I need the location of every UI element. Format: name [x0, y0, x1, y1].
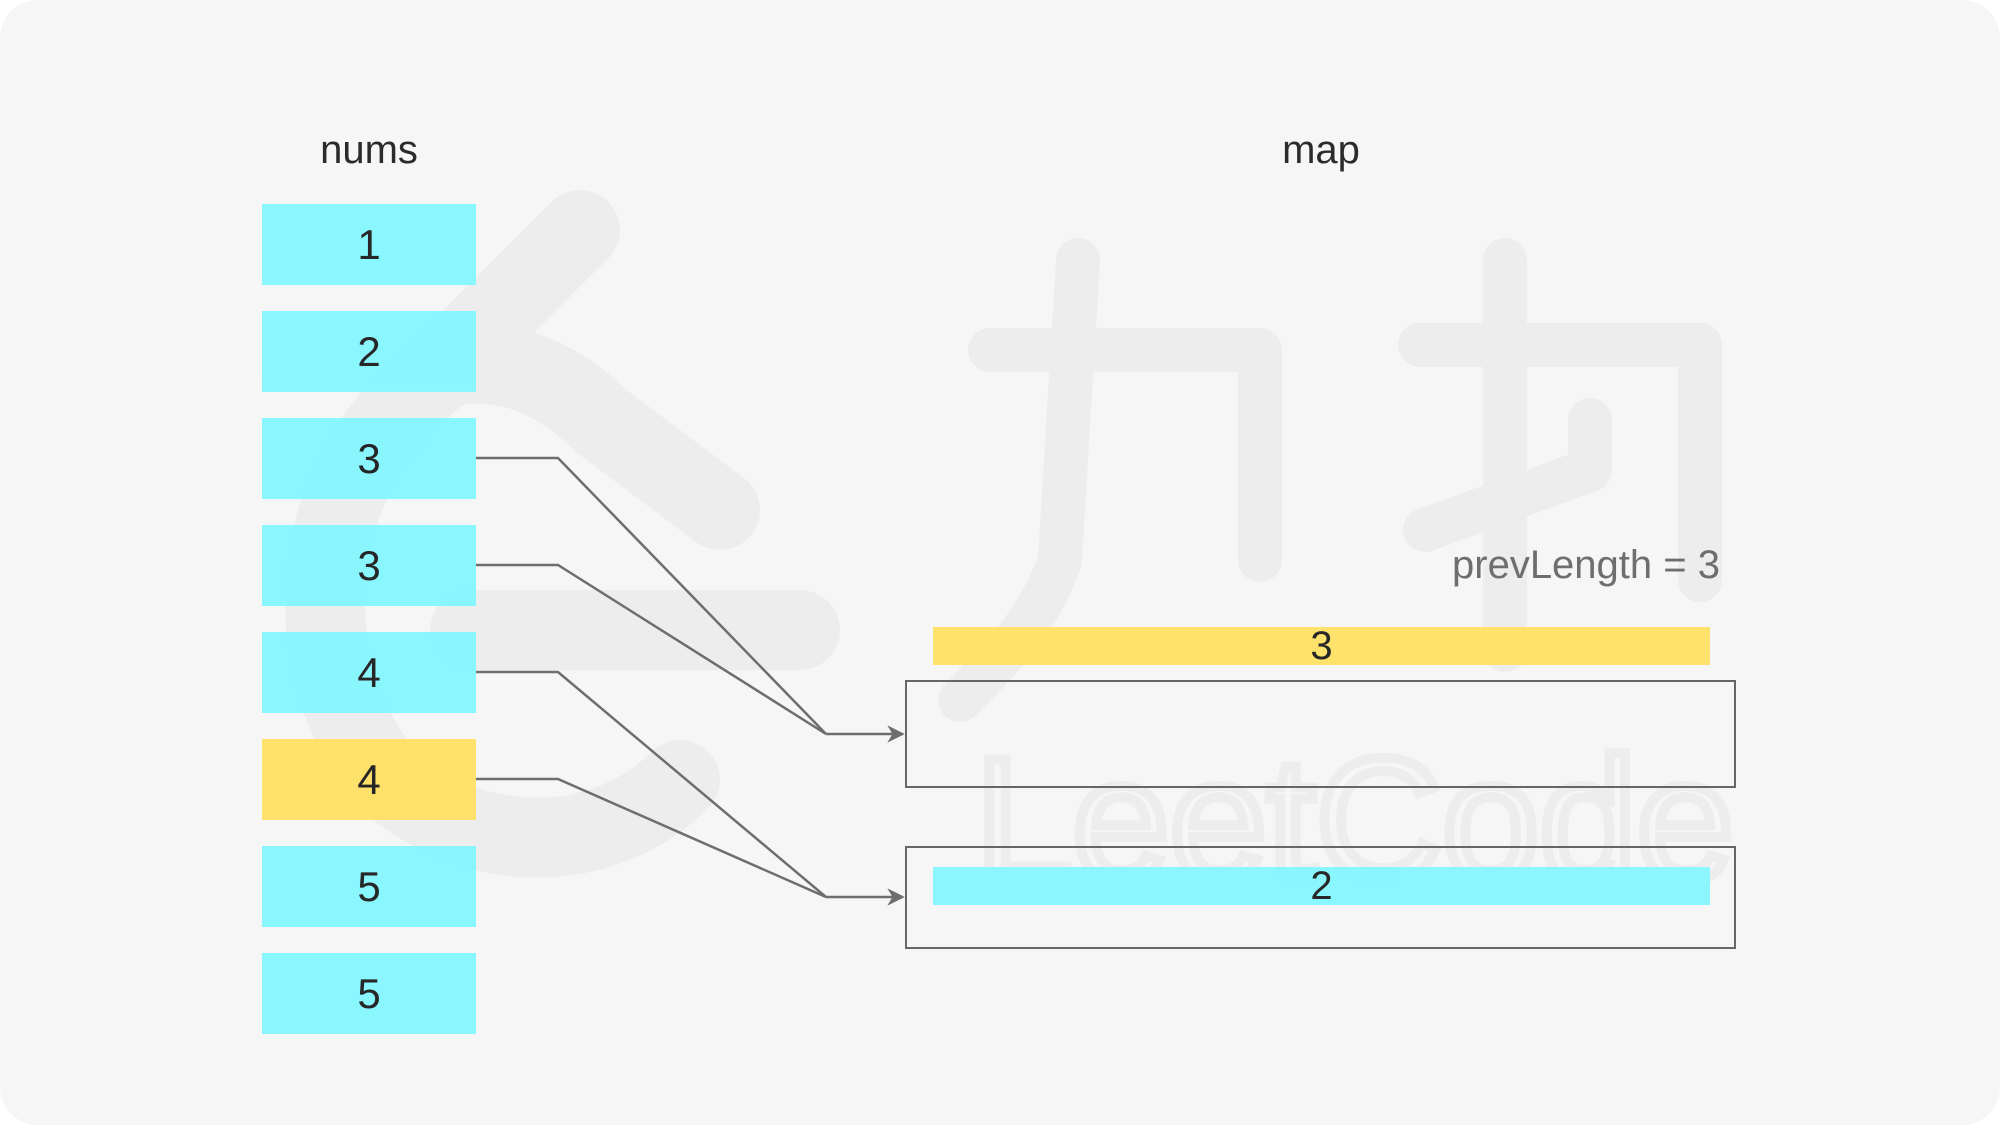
nums-cell-7: 5 — [262, 953, 476, 1034]
map-bucket-top — [905, 680, 1736, 788]
nums-cell-3: 3 — [262, 525, 476, 606]
map-title: map — [1282, 128, 1360, 172]
nums-cell-0: 1 — [262, 204, 476, 285]
map-entry-bottom-value-bar: 2 — [933, 864, 1710, 908]
map-entry-top-value-bar: 3 — [933, 624, 1710, 668]
prev-length-label: prevLength = 3 — [1452, 543, 1720, 587]
nums-cell-1: 2 — [262, 311, 476, 392]
arrow-from-cell-4 — [476, 670, 827, 898]
map-bucket-bottom — [905, 846, 1736, 949]
arrow-from-cell-2 — [476, 456, 827, 735]
arrow-from-cell-3 — [476, 563, 827, 736]
nums-title: nums — [320, 128, 418, 172]
nums-cell-6: 5 — [262, 846, 476, 927]
nums-cell-2: 3 — [262, 418, 476, 499]
nums-cell-4: 4 — [262, 632, 476, 713]
arrow-from-cell-5 — [476, 777, 827, 899]
nums-cell-5-highlighted: 4 — [262, 739, 476, 820]
